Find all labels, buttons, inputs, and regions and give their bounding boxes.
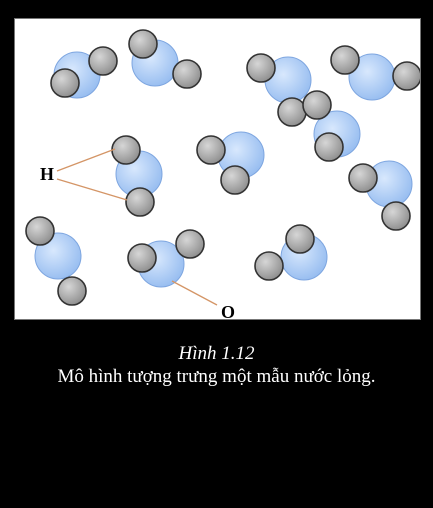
o-pointer bbox=[171, 280, 218, 306]
hydrogen-atom bbox=[254, 251, 284, 281]
hydrogen-atom bbox=[302, 90, 332, 120]
water-molecule bbox=[246, 53, 312, 127]
hydrogen-atom bbox=[348, 163, 378, 193]
hydrogen-atom bbox=[220, 165, 250, 195]
hydrogen-atom bbox=[175, 229, 205, 259]
oxygen-atom bbox=[34, 232, 82, 280]
hydrogen-atom bbox=[381, 201, 411, 231]
figure-number: Hình 1.12 bbox=[178, 343, 255, 364]
water-molecule bbox=[111, 135, 163, 217]
water-molecule bbox=[348, 160, 413, 231]
hydrogen-atom bbox=[314, 132, 344, 162]
hydrogen-atom bbox=[57, 276, 87, 306]
hydrogen-atom bbox=[277, 97, 307, 127]
water-molecule-diagram: H O bbox=[25, 29, 420, 319]
h-pointer-2 bbox=[56, 178, 128, 201]
label-pointers bbox=[56, 148, 218, 306]
hydrogen-atom bbox=[128, 29, 158, 59]
water-model-panel: H O bbox=[14, 18, 421, 320]
water-molecule bbox=[127, 229, 205, 288]
hydrogen-atom bbox=[25, 216, 55, 246]
hydrogen-atom bbox=[50, 68, 80, 98]
hydrogen-atom bbox=[125, 187, 155, 217]
water-molecule bbox=[302, 90, 361, 162]
water-molecule bbox=[330, 45, 420, 101]
hydrogen-atom bbox=[330, 45, 360, 75]
hydrogen-atom bbox=[111, 135, 141, 165]
water-molecule bbox=[25, 216, 87, 306]
water-molecule bbox=[50, 46, 118, 99]
hydrogen-atom bbox=[285, 224, 315, 254]
water-molecules bbox=[25, 29, 420, 306]
oxygen-label: O bbox=[221, 302, 235, 319]
figure-description: Mô hình tượng trưng một mẫu nước lỏng. bbox=[57, 366, 376, 387]
figure-caption: Hình 1.12 Mô hình tượng trưng một mẫu nư… bbox=[0, 342, 433, 388]
hydrogen-label: H bbox=[40, 164, 54, 184]
water-molecule bbox=[254, 224, 328, 281]
hydrogen-atom bbox=[127, 243, 157, 273]
hydrogen-atom bbox=[88, 46, 118, 76]
water-molecule bbox=[196, 131, 265, 195]
hydrogen-atom bbox=[196, 135, 226, 165]
h-pointer-1 bbox=[56, 148, 116, 172]
water-molecule bbox=[128, 29, 202, 89]
hydrogen-atom bbox=[392, 61, 420, 91]
hydrogen-atom bbox=[172, 59, 202, 89]
hydrogen-atom bbox=[246, 53, 276, 83]
